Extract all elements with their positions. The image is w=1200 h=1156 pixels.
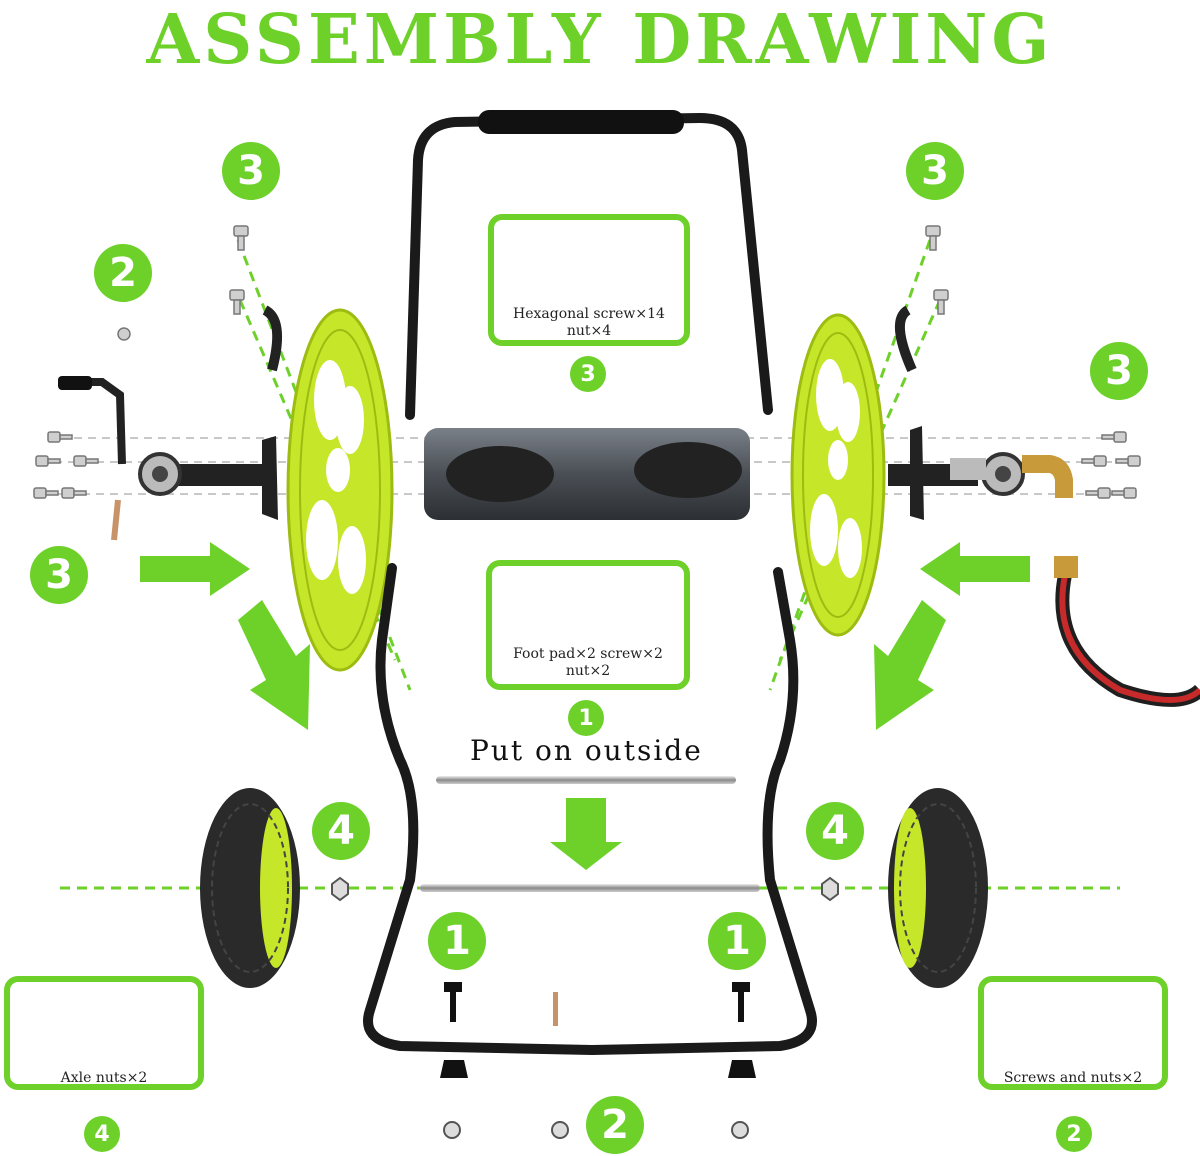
wheel-axle-rod (420, 884, 760, 892)
screws-nuts-label: Screws and nuts×2 (1003, 1070, 1143, 1086)
axle-nut-step-badge: 4 (84, 1116, 120, 1152)
step-badge-top-left: 3 (222, 142, 280, 200)
step-badge-wheel-left: 4 (312, 802, 370, 860)
hose-drum (424, 428, 750, 520)
step-badge-frame-left: 1 (428, 912, 486, 970)
step-badge-bottom-center: 2 (586, 1096, 644, 1154)
left-reel-wheel (286, 308, 394, 672)
put-on-outside-text: Put on outside (470, 734, 703, 767)
step-badge-top-right: 3 (906, 142, 964, 200)
hex-screw-box: Hexagonal screw×14 nut×4 (488, 214, 690, 346)
foot-pad-box: Foot pad×2 screw×2 nut×2 (486, 560, 690, 690)
hex-screw-label: Hexagonal screw×14 (513, 306, 665, 322)
direction-arrows (140, 542, 1030, 870)
wheel-axle-nuts (331, 876, 839, 902)
right-axle-assembly (888, 305, 1073, 520)
diagram-title: ASSEMBLY DRAWING (146, 0, 1054, 80)
foot-pad-step-badge: 1 (568, 700, 604, 736)
cart-frame (363, 563, 817, 1055)
step-badge-left-three: 3 (30, 546, 88, 604)
left-axle-assembly (58, 305, 283, 541)
garden-hose (1054, 556, 1200, 707)
screws-nuts-step-badge: 2 (1056, 1116, 1092, 1152)
handle-grip (478, 110, 684, 134)
step-badge-left-two: 2 (94, 244, 152, 302)
right-reel-wheel (790, 313, 886, 637)
step-badge-wheel-right: 4 (806, 802, 864, 860)
step-badge-frame-right: 1 (708, 912, 766, 970)
loose-screws (33, 225, 1141, 499)
foot-pad-label: Foot pad×2 screw×2 (513, 646, 663, 662)
upper-rod (436, 776, 736, 784)
step-badge-right-three: 3 (1090, 342, 1148, 400)
screws-nuts-box: Screws and nuts×2 (978, 976, 1168, 1090)
foot-pad-nut-label: nut×2 (565, 663, 611, 679)
hex-screw-step-badge: 3 (570, 356, 606, 392)
right-wheel (888, 788, 988, 988)
hex-nut-label: nut×4 (566, 323, 612, 339)
bottom-hardware (440, 982, 756, 1139)
left-wheel (200, 788, 300, 988)
axle-nut-label: Axle nuts×2 (60, 1070, 148, 1086)
axle-nut-box: Axle nuts×2 (4, 976, 204, 1090)
